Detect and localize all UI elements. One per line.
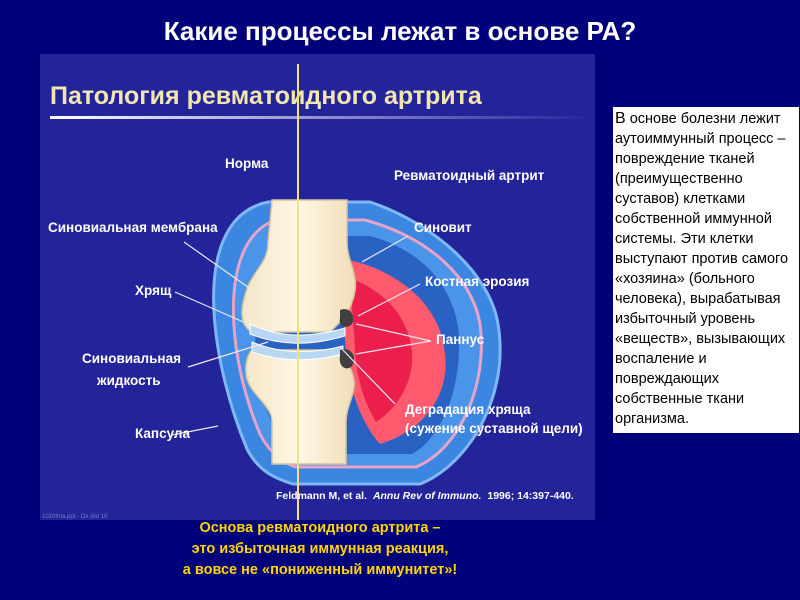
slide-title: Какие процессы лежат в основе РА? [0, 16, 800, 47]
label-synovial-membrane: Синовиальная мембрана [48, 220, 218, 235]
joint-diagram: Патология ревматоидного артрита [40, 54, 595, 520]
label-capsule: Капсула [135, 426, 190, 441]
bottom-note-line-1: Основа ревматоидного артрита – [130, 518, 510, 539]
label-pannus: Паннус [436, 332, 485, 347]
explanation-first-letter: В [615, 110, 626, 127]
label-bone-erosion: Костная эрозия [425, 274, 529, 289]
label-synovial-fluid-1: Синовиальная [82, 351, 181, 366]
explanation-text: В основе болезни лежит аутоиммунный проц… [613, 107, 799, 433]
label-ra: Ревматоидный артрит [394, 168, 545, 183]
bottom-note: Основа ревматоидного артрита – это избыт… [130, 518, 510, 581]
label-norm: Норма [225, 156, 269, 171]
joint-diagram-svg: Патология ревматоидного артрита [40, 54, 595, 520]
label-degradation-1: Деградация хряща [405, 402, 531, 417]
label-degradation-2: (сужение суставной щели) [405, 421, 583, 436]
citation: Feldmann M, et al. Annu Rev of Immuno. 1… [276, 490, 574, 502]
label-cartilage: Хрящ [135, 283, 172, 298]
bottom-note-line-3: а вовсе не «пониженный иммунитет»! [130, 560, 510, 581]
diagram-title: Патология ревматоидного артрита [50, 82, 483, 110]
slide-footer-small: 1020fma.ppt - Ox.slid 10 [42, 514, 108, 520]
bottom-note-line-2: это избыточная иммунная реакция, [130, 539, 510, 560]
explanation-body: основе болезни лежит аутоиммунный процес… [615, 111, 788, 427]
label-synovial-fluid-2: жидкость [96, 373, 161, 388]
title-underline [50, 116, 595, 119]
label-synovitis: Синовит [414, 220, 472, 235]
